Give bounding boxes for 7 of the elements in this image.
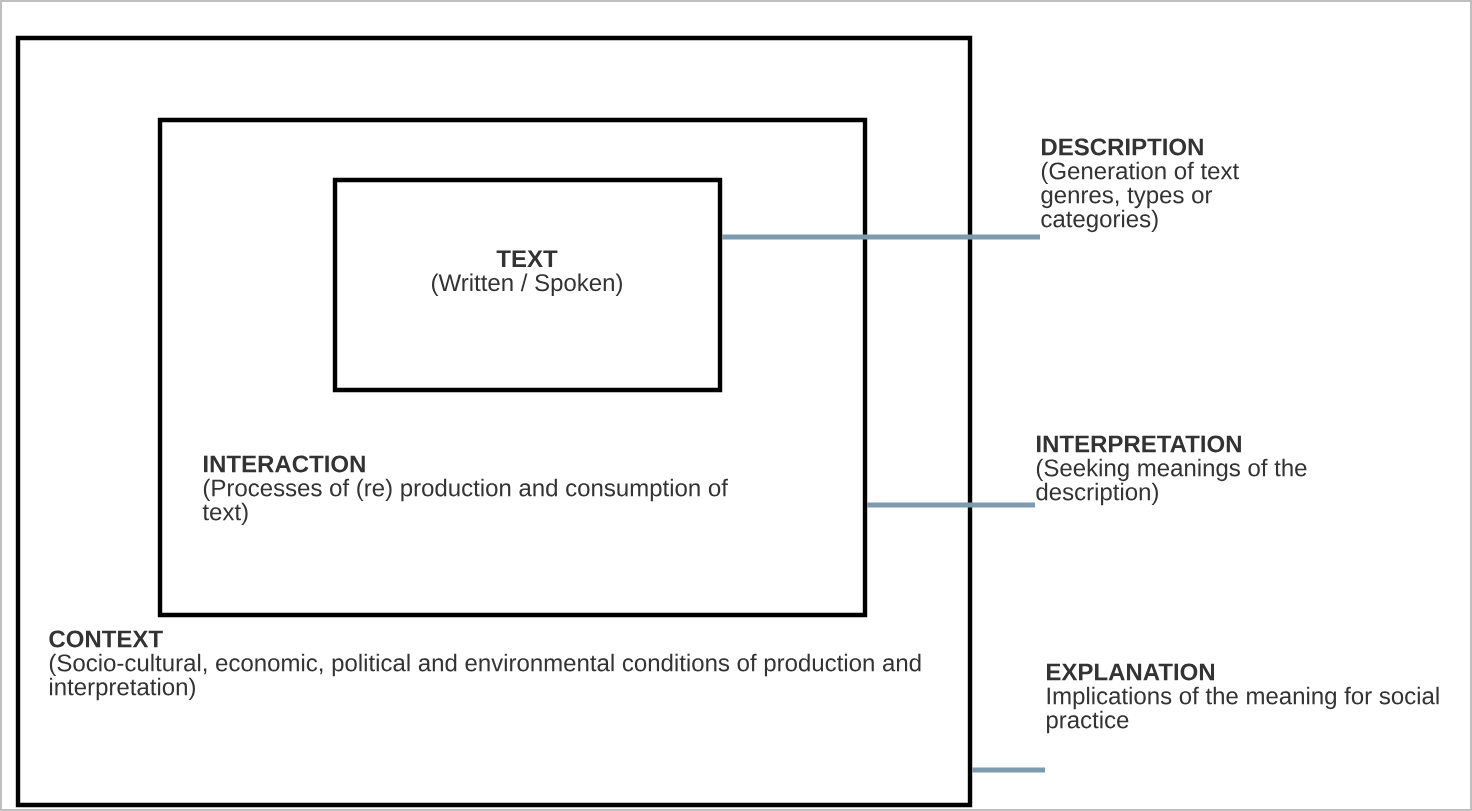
connector-line <box>722 234 1040 240</box>
nested-box: TEXT (Written / Spoken) <box>332 177 723 393</box>
level-label: EXPLANATION Implications of the meaning for social practice <box>1046 663 1439 734</box>
connector-line <box>867 502 1035 508</box>
level-label: DESCRIPTION (Generation of text genres, types or categories) <box>1041 138 1239 233</box>
level-label: INTERPRETATION (Seeking meanings of the description) <box>1036 435 1307 506</box>
connector-line <box>972 767 1045 773</box>
